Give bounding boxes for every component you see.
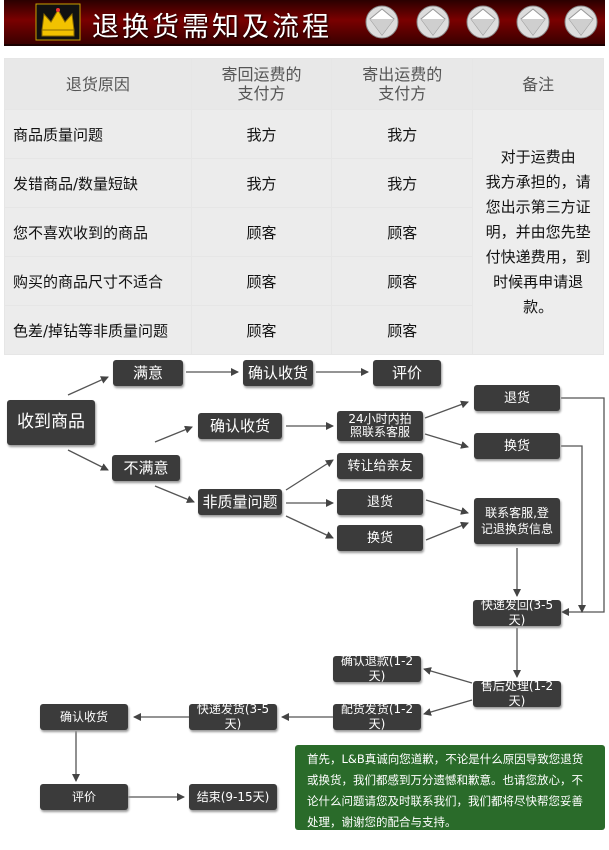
- node-non-quality: 非质量问题: [198, 489, 282, 515]
- node-return-1: 退货: [474, 385, 560, 411]
- return-pay-cell: 顾客: [190, 305, 333, 355]
- header-send-pay: 寄出运费的 支付方: [331, 58, 474, 110]
- header-return-pay-text: 寄回运费的 支付方: [221, 65, 302, 103]
- diamond-icon: [365, 5, 399, 39]
- return-policy-table: 退货原因 寄回运费的 支付方 寄出运费的 支付方 备注 商品质量问题 我方 我方…: [4, 58, 604, 355]
- node-review-2: 评价: [40, 784, 128, 810]
- send-pay-cell: 顾客: [331, 256, 474, 306]
- banner-title: 退换货需知及流程: [92, 12, 332, 43]
- diamond-icon: [516, 5, 550, 39]
- banner: 退换货需知及流程: [4, 0, 605, 46]
- table-header-row: 退货原因 寄回运费的 支付方 寄出运费的 支付方 备注: [4, 58, 604, 110]
- node-express-send: 快递发货(3-5天): [189, 702, 277, 731]
- note-cell: 对于运费由 我方承担的，请 您出示第三方证 明，并由您先垫 付快递费用，到 时候…: [472, 109, 604, 355]
- node-confirm-receipt-3: 确认收货: [40, 704, 128, 730]
- send-pay-cell: 顾客: [331, 305, 474, 355]
- node-satisfied: 满意: [113, 360, 183, 386]
- apology-notice: 首先，L&B真诚向您道歉，不论是什么原因导致您退货或换货，我们都感到万分遗憾和歉…: [295, 745, 605, 830]
- node-exchange-2: 换货: [337, 525, 423, 551]
- diamond-icon: [564, 5, 598, 39]
- header-note: 备注: [472, 58, 604, 110]
- node-express-back: 快递发回(3-5天): [473, 598, 561, 627]
- node-exchange-1: 换货: [474, 433, 560, 459]
- node-dispatch: 配货发货(1-2天): [333, 702, 421, 731]
- reason-cell: 商品质量问题: [4, 109, 192, 159]
- node-transfer-friend: 转让给亲友: [337, 453, 423, 479]
- table-row: 发错商品/数量短缺 我方 我方: [4, 158, 604, 208]
- diamond-icon: [466, 5, 500, 39]
- diamond-icon: [416, 5, 450, 39]
- node-contact-register: 联系客服,登 记退换货信息: [474, 498, 560, 544]
- reason-cell: 购买的商品尺寸不适合: [4, 256, 192, 306]
- node-return-2: 退货: [337, 489, 423, 515]
- table-row: 购买的商品尺寸不适合 顾客 顾客: [4, 256, 604, 306]
- node-end: 结束(9-15天): [189, 784, 277, 810]
- reason-cell: 您不喜欢收到的商品: [4, 207, 192, 257]
- table-row: 商品质量问题 我方 我方 对于运费由 我方承担的，请 您出示第三方证 明，并由您…: [4, 109, 604, 355]
- node-confirm-refund: 确认退款(1-2天): [333, 654, 421, 683]
- node-unsatisfied: 不满意: [112, 455, 180, 481]
- node-review: 评价: [373, 360, 441, 386]
- reason-cell: 发错商品/数量短缺: [4, 158, 192, 208]
- header-return-pay: 寄回运费的 支付方: [190, 58, 333, 110]
- reason-cell: 色差/掉钻等非质量问题: [4, 305, 192, 355]
- node-photo-contact: 24小时内拍 照联系客服: [337, 411, 423, 441]
- header-send-pay-text: 寄出运费的 支付方: [362, 65, 443, 103]
- table-row: 您不喜欢收到的商品 顾客 顾客: [4, 207, 604, 257]
- header-reason: 退货原因: [4, 58, 192, 110]
- node-received: 收到商品: [7, 400, 95, 445]
- table-row: 色差/掉钻等非质量问题 顾客 顾客: [4, 305, 604, 355]
- send-pay-cell: 我方: [331, 109, 474, 159]
- node-confirm-receipt-2: 确认收货: [198, 413, 282, 439]
- return-pay-cell: 我方: [190, 158, 333, 208]
- crown-icon: [35, 3, 81, 41]
- send-pay-cell: 我方: [331, 158, 474, 208]
- node-confirm-receipt-1: 确认收货: [243, 360, 313, 386]
- return-pay-cell: 顾客: [190, 256, 333, 306]
- send-pay-cell: 顾客: [331, 207, 474, 257]
- return-pay-cell: 我方: [190, 109, 333, 159]
- note-text: 对于运费由 我方承担的，请 您出示第三方证 明，并由您先垫 付快递费用，到 时候…: [485, 147, 591, 316]
- node-after-sale: 售后处理(1-2天): [473, 679, 561, 708]
